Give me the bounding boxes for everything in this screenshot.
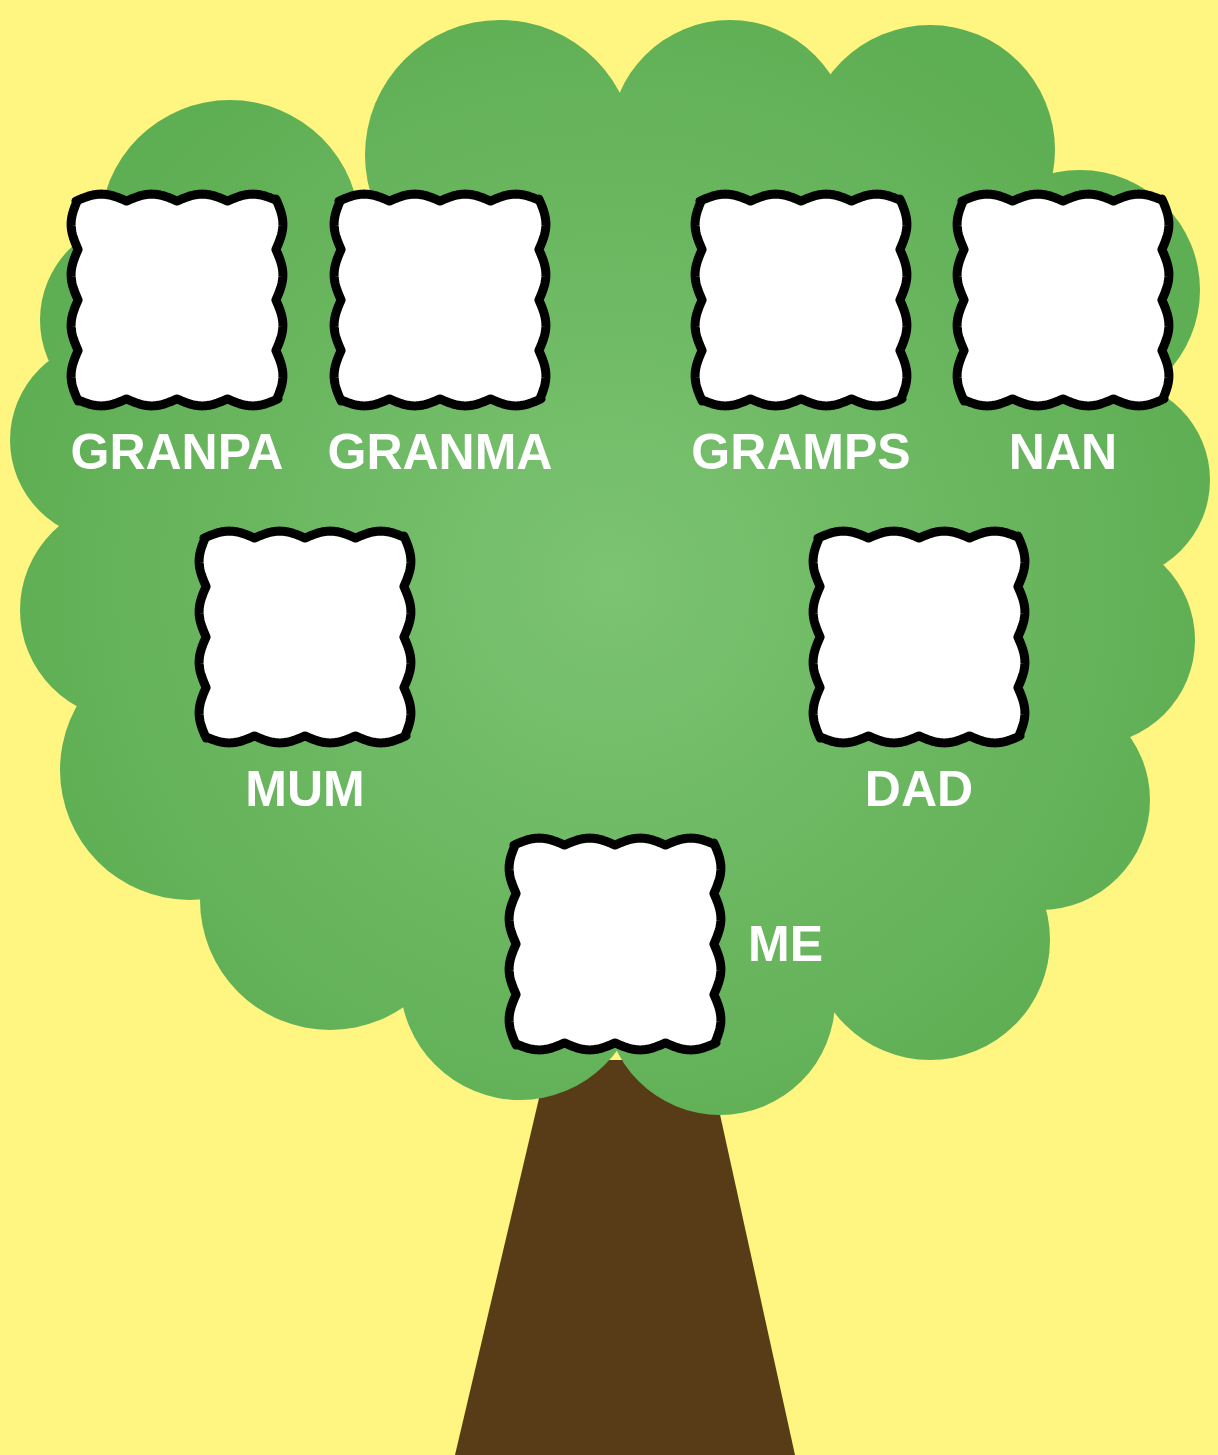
scalloped-frame <box>327 187 553 413</box>
photo-frame: GRAMPS <box>688 187 914 413</box>
scalloped-frame <box>64 187 290 413</box>
scalloped-frame <box>950 187 1176 413</box>
relative-label: GRANPA <box>71 427 284 477</box>
photo-frame: GRANMA <box>327 187 553 413</box>
scalloped-frame <box>688 187 914 413</box>
scalloped-frame <box>806 524 1032 750</box>
scalloped-frame <box>502 831 728 1057</box>
relative-label: ME <box>748 919 823 969</box>
relative-label: GRANMA <box>328 427 553 477</box>
photo-frame: ME <box>502 831 728 1057</box>
scalloped-frame <box>192 524 418 750</box>
photo-frame: GRANPA <box>64 187 290 413</box>
photo-frame: MUM <box>192 524 418 750</box>
tree-canopy <box>10 20 1210 1115</box>
relative-label: GRAMPS <box>691 427 910 477</box>
photo-frame: DAD <box>806 524 1032 750</box>
relative-label: MUM <box>245 764 364 814</box>
tree-trunk <box>455 1060 795 1455</box>
relative-label: NAN <box>1009 427 1117 477</box>
photo-frame: NAN <box>950 187 1176 413</box>
relative-label: DAD <box>865 764 973 814</box>
